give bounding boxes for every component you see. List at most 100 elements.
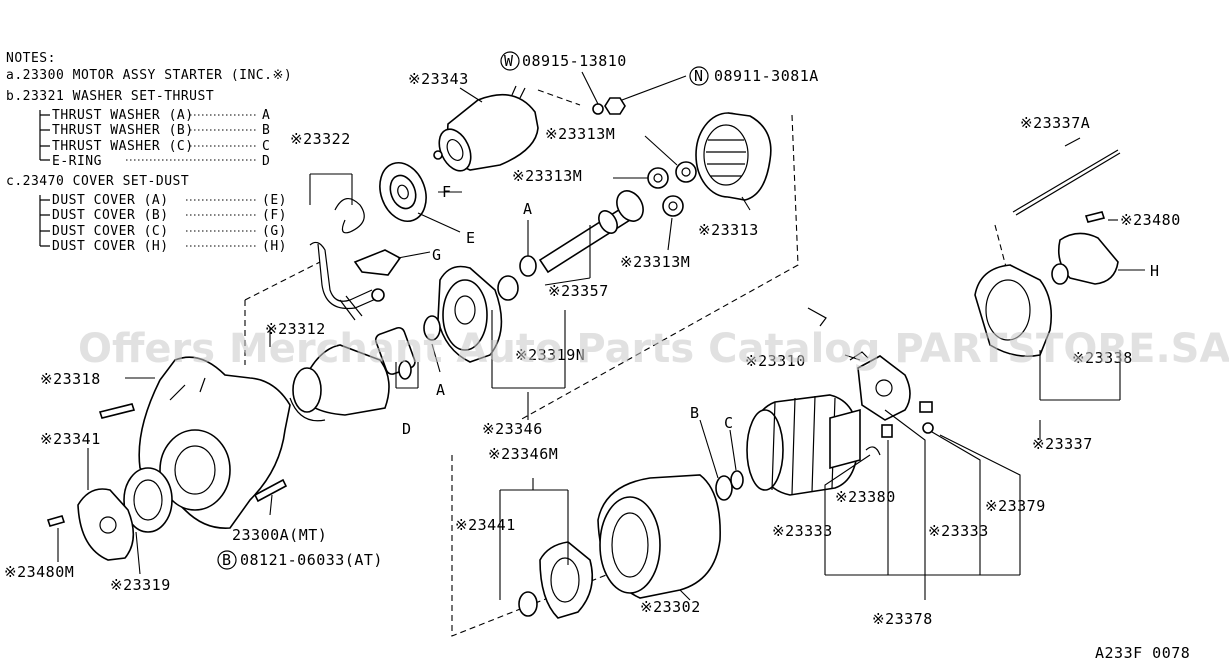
note-c-code-1: (E) xyxy=(262,193,287,208)
notes-header: NOTES: xyxy=(6,51,56,66)
bolt-23300a-part xyxy=(253,478,288,503)
label-23313: ※23313 xyxy=(698,221,759,239)
label-23357: ※23357 xyxy=(548,282,609,300)
notes-block: NOTES: a.23300 MOTOR ASSY STARTER (INC.※… xyxy=(6,51,292,254)
label-23378: ※23378 xyxy=(872,610,933,628)
dust-cover-h-part xyxy=(1051,263,1069,285)
label-b: B xyxy=(690,404,700,422)
nut-08911-part xyxy=(604,97,626,115)
gear-housing-part xyxy=(437,265,519,363)
armature-part xyxy=(746,351,869,496)
yoke-part xyxy=(597,474,721,599)
label-08911-3081a: 08911-3081A xyxy=(714,67,819,85)
label-08915-13810: 08915-13810 xyxy=(522,52,627,70)
label-e: E xyxy=(466,229,476,247)
label-23380: ※23380 xyxy=(835,488,896,506)
note-c-code-2: (F) xyxy=(262,208,287,223)
label-23313m-top: ※23313M xyxy=(545,125,615,143)
note-b-item-1: THRUST WASHER (A) xyxy=(52,108,194,123)
diagram-code: A233F 0078 xyxy=(1095,644,1190,662)
label-23333-left: ※23333 xyxy=(772,522,833,540)
note-c-bracket xyxy=(39,195,50,247)
label-23300a-mt: 23300A(MT) xyxy=(232,526,327,544)
label-h: H xyxy=(1150,262,1160,280)
solenoid-part xyxy=(433,85,539,172)
label-g: G xyxy=(432,246,442,264)
note-c-item-1: DUST COVER (A) xyxy=(52,193,169,208)
label-23312: ※23312 xyxy=(265,320,326,338)
rear-cover-part xyxy=(974,264,1053,358)
brush-part-2 xyxy=(919,401,933,413)
w-mark: W xyxy=(504,52,514,70)
label-23338: ※23338 xyxy=(1072,349,1133,367)
watermark: Offers Merchant Auto Parts Catalog PARTS… xyxy=(78,326,1229,372)
pinion-shaft-part xyxy=(538,190,644,274)
note-b-item-2: THRUST WASHER (B) xyxy=(52,123,194,138)
label-a-lower: A xyxy=(436,381,446,399)
b-mark-circle xyxy=(217,550,237,570)
label-23379: ※23379 xyxy=(985,497,1046,515)
label-f: F xyxy=(442,183,452,201)
label-23313m-mid: ※23313M xyxy=(512,167,582,185)
end-plate-part xyxy=(1057,232,1119,285)
label-23313m-bottom: ※23313M xyxy=(620,253,690,271)
label-23341: ※23341 xyxy=(40,430,101,448)
label-23319n: ※23319N xyxy=(515,346,585,364)
label-23337: ※23337 xyxy=(1032,435,1093,453)
note-c-leaders xyxy=(186,199,258,247)
thrust-washer-a-upper-part xyxy=(519,255,537,277)
screw-23480-part xyxy=(1084,211,1106,223)
shift-lever-part xyxy=(309,198,385,321)
label-23333-right: ※23333 xyxy=(928,522,989,540)
brush-holder-part xyxy=(807,307,934,456)
note-b: b.23321 WASHER SET-THRUST xyxy=(6,89,214,104)
callout-labels: ※23343 W 08915-13810 N 08911-3081A ※2332… xyxy=(4,51,1181,628)
housing-bolt-part xyxy=(98,403,136,419)
front-bracket-part xyxy=(539,541,594,619)
dust-cover-g-part xyxy=(353,249,402,276)
bushing-23441-part xyxy=(518,591,538,617)
internal-gear-part xyxy=(695,112,772,201)
dust-cover-f-part xyxy=(379,162,427,222)
note-b-bracket xyxy=(39,110,50,161)
label-23322: ※23322 xyxy=(290,130,351,148)
label-08121-06033-at: 08121-06033(AT) xyxy=(240,551,383,569)
through-bolt-part xyxy=(1012,149,1121,216)
label-23346: ※23346 xyxy=(482,420,543,438)
note-c-code-4: (H) xyxy=(262,239,287,254)
note-c-item-3: DUST COVER (C) xyxy=(52,224,169,239)
label-23480: ※23480 xyxy=(1120,211,1181,229)
brush-spring-part xyxy=(922,422,934,434)
label-23346m: ※23346M xyxy=(488,445,558,463)
thrust-washer-c-part xyxy=(730,470,744,490)
b-mark: B xyxy=(222,551,232,569)
thrust-washer-b-part xyxy=(715,475,733,501)
planet-gears-part xyxy=(647,161,697,217)
note-c-item-2: DUST COVER (B) xyxy=(52,208,169,223)
label-c: C xyxy=(724,414,734,432)
front-housing-part xyxy=(138,356,291,529)
label-23319: ※23319 xyxy=(110,576,171,594)
w-mark-circle xyxy=(500,51,520,71)
note-b-code-1: A xyxy=(262,108,270,123)
leader-lines xyxy=(57,71,1145,601)
note-c-code-3: (G) xyxy=(262,224,287,239)
housing-boundary xyxy=(244,261,321,365)
label-23337a: ※23337A xyxy=(1020,114,1090,132)
label-23318: ※23318 xyxy=(40,370,101,388)
screw-23480m-part xyxy=(46,515,66,527)
label-23441: ※23441 xyxy=(455,516,516,534)
washer-08915-part xyxy=(592,103,604,115)
label-d: D xyxy=(402,420,412,438)
note-b-code-3: C xyxy=(262,139,270,154)
cover-plate-part xyxy=(77,488,135,561)
note-b-code-2: B xyxy=(262,123,270,138)
note-b-item-3: THRUST WASHER (C) xyxy=(52,139,194,154)
label-23310: ※23310 xyxy=(745,352,806,370)
bushing-23319-part xyxy=(123,467,173,533)
note-b-item-4: E-RING xyxy=(52,154,102,169)
e-ring-d-part xyxy=(398,360,412,380)
label-23302: ※23302 xyxy=(640,598,701,616)
note-b-code-4: D xyxy=(262,154,270,169)
